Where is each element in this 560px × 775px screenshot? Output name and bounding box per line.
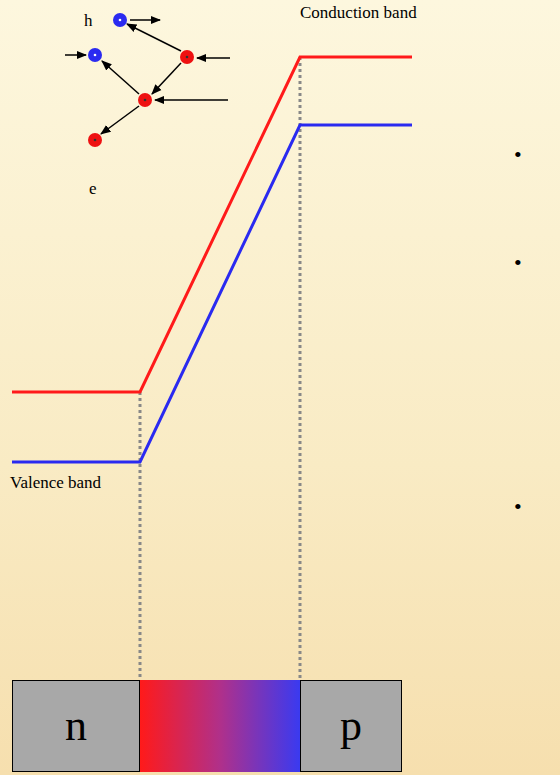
carrier-label: e <box>89 180 97 199</box>
band-label: Conduction band <box>300 4 417 23</box>
carriers <box>88 13 194 147</box>
motion-arrows <box>65 20 230 134</box>
region-box: n <box>12 680 140 772</box>
region-label: p <box>340 704 362 748</box>
depletion-region <box>140 680 300 772</box>
guide-line <box>139 392 142 680</box>
region-label: n <box>65 704 87 748</box>
region-box: p <box>300 680 402 772</box>
bullet-mark: • <box>514 495 522 519</box>
bullet-mark: • <box>514 143 522 167</box>
valence-band-line <box>12 125 412 462</box>
bullet-mark: • <box>514 251 522 275</box>
guide-line <box>299 57 302 680</box>
band-label: Valence band <box>10 474 101 493</box>
conduction-band-line <box>12 57 412 392</box>
carrier-label: h <box>84 12 93 31</box>
